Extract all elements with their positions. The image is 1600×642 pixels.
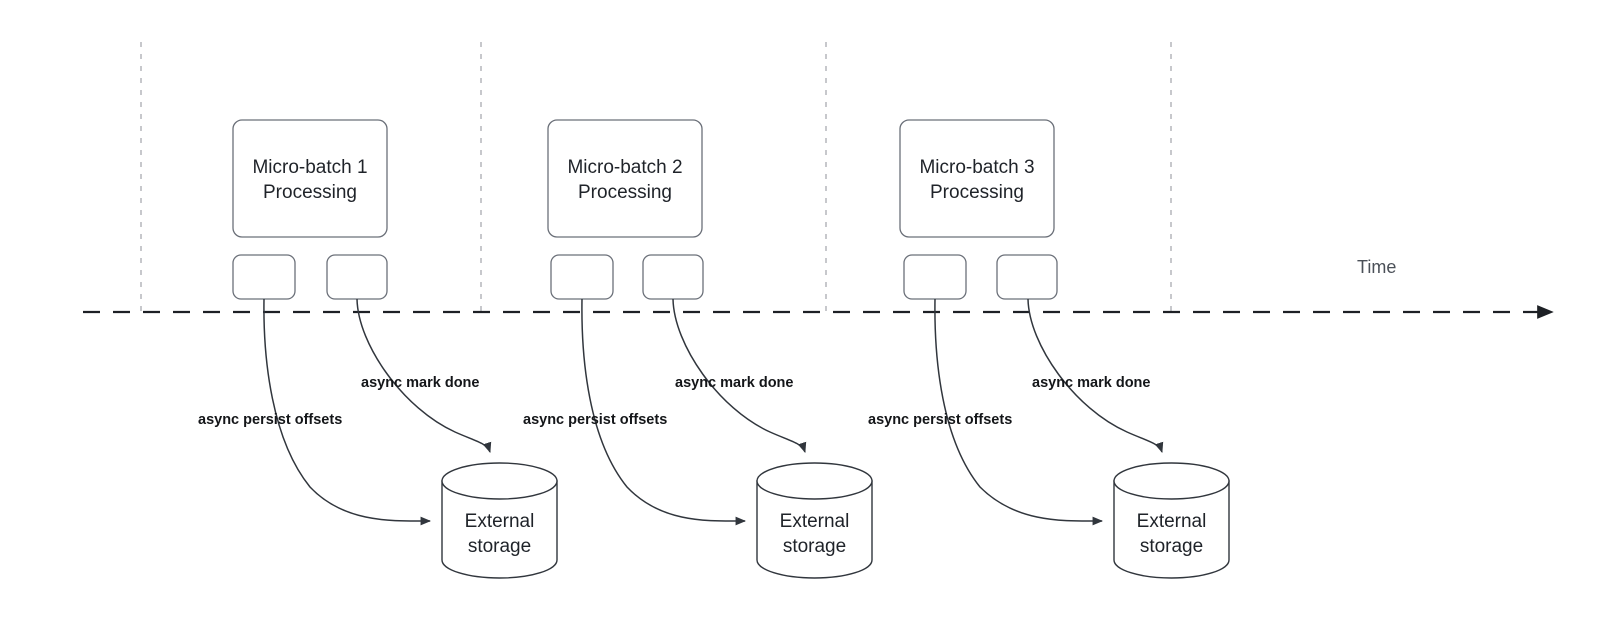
- task-box-2b[interactable]: [642, 254, 704, 300]
- micro-batch-1-line1: Micro-batch 1: [252, 157, 367, 178]
- external-storage-2-line1: External: [780, 511, 850, 532]
- mark-done-label-1: async mark done: [361, 375, 479, 391]
- persist-offsets-curve-1: [263, 298, 432, 526]
- micro-batch-2-box[interactable]: [547, 119, 703, 238]
- persist-label-3: async persist offsets: [868, 412, 1012, 428]
- task-box-1a[interactable]: [232, 254, 296, 300]
- external-storage-3[interactable]: [1113, 462, 1230, 579]
- micro-batch-3-line2: Processing: [930, 182, 1024, 203]
- task-box-2a[interactable]: [550, 254, 614, 300]
- external-storage-1[interactable]: [441, 462, 558, 579]
- external-storage-3-line1: External: [1137, 511, 1207, 532]
- external-storage-1-line1: External: [465, 511, 535, 532]
- external-storage-1-line2: storage: [468, 536, 531, 557]
- persist-offsets-curve-2: [581, 298, 747, 526]
- mark-done-curve-2: [672, 298, 807, 453]
- mark-done-label-2: async mark done: [675, 375, 793, 391]
- persist-offsets-curve-3: [934, 298, 1104, 526]
- micro-batch-3-group: External storage Micro-batch 3 Processin…: [868, 119, 1230, 579]
- micro-batch-2-group: External storage Micro-batch 2 Processin…: [523, 119, 873, 579]
- task-box-1b[interactable]: [326, 254, 388, 300]
- external-storage-2[interactable]: [756, 462, 873, 579]
- external-storage-2-line2: storage: [783, 536, 846, 557]
- persist-label-1: async persist offsets: [198, 412, 342, 428]
- time-axis-label: Time: [1357, 257, 1396, 277]
- micro-batch-1-box[interactable]: [232, 119, 388, 238]
- micro-batch-1-group: External storage Micro-batch 1 Processin…: [198, 119, 558, 579]
- mark-done-label-3: async mark done: [1032, 375, 1150, 391]
- task-box-3a[interactable]: [903, 254, 967, 300]
- micro-batch-1-line2: Processing: [263, 182, 357, 203]
- guide-lines-group: [140, 42, 1172, 312]
- task-box-3b[interactable]: [996, 254, 1058, 300]
- mark-done-curve-3: [1027, 298, 1164, 453]
- mark-done-curve-1: [356, 298, 492, 453]
- micro-batch-3-line1: Micro-batch 3: [919, 157, 1034, 178]
- persist-label-2: async persist offsets: [523, 412, 667, 428]
- micro-batch-3-box[interactable]: [899, 119, 1055, 238]
- micro-batch-2-line2: Processing: [578, 182, 672, 203]
- micro-batch-2-line1: Micro-batch 2: [567, 157, 682, 178]
- external-storage-3-line2: storage: [1140, 536, 1203, 557]
